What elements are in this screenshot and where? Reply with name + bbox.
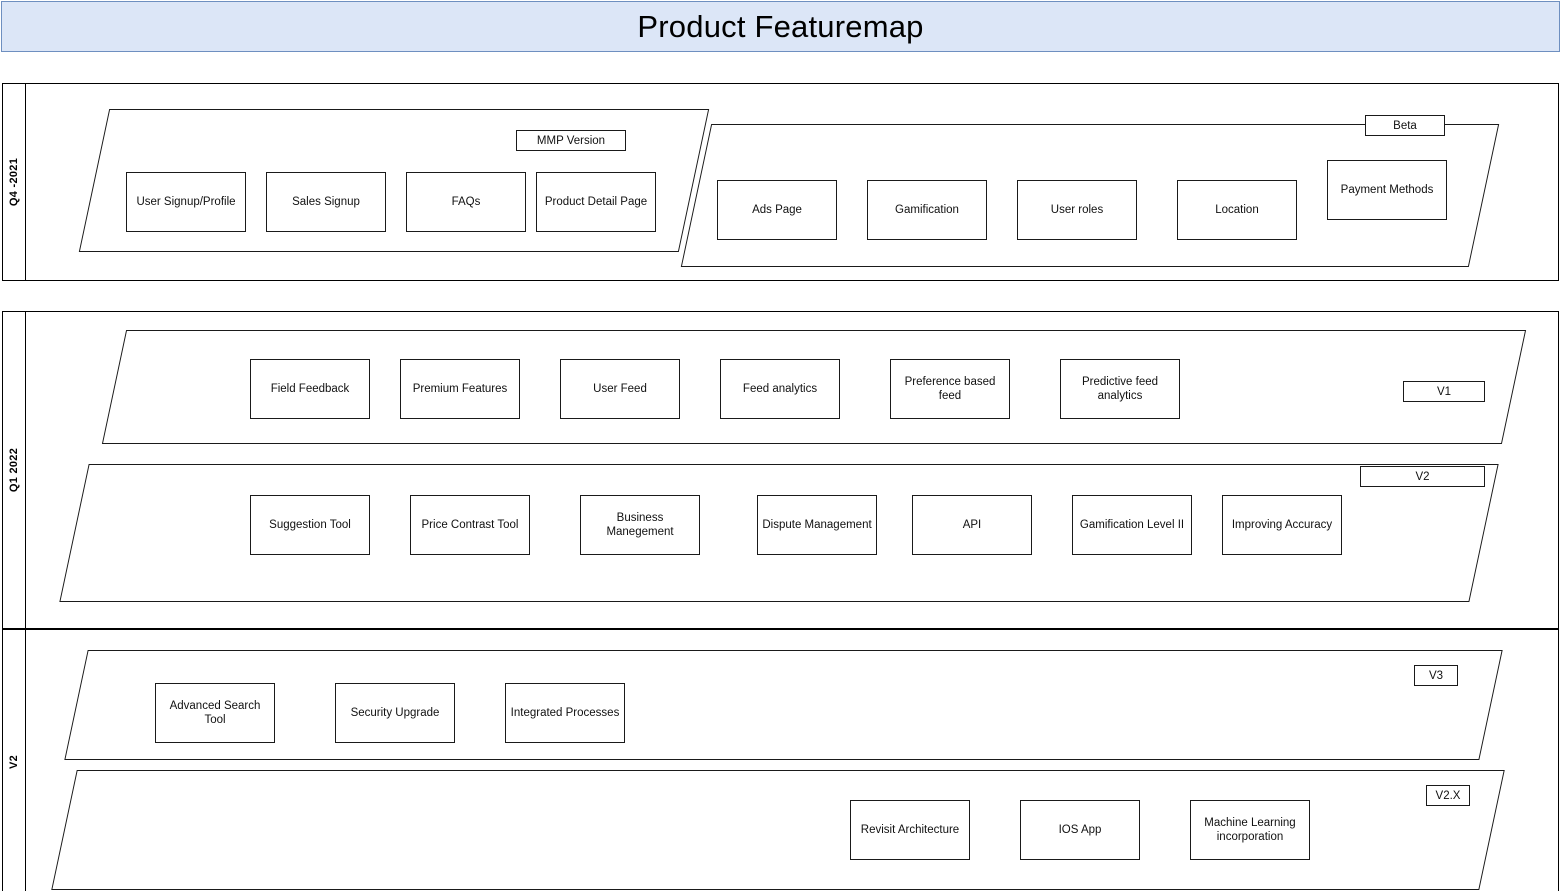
card-premium-features[interactable]: Premium Features	[400, 359, 520, 419]
card-location[interactable]: Location	[1177, 180, 1297, 240]
card-security-upgrade[interactable]: Security Upgrade	[335, 683, 455, 743]
band-label-q1-2022: Q1 2022	[3, 312, 26, 628]
band-v2: V2 V3 Advanced Search Tool Security Upgr…	[2, 629, 1559, 891]
card-revisit-architecture[interactable]: Revisit Architecture	[850, 800, 970, 860]
band-label-q4-2021: Q4 -2021	[3, 84, 26, 280]
card-suggestion-tool[interactable]: Suggestion Tool	[250, 495, 370, 555]
card-payment-methods[interactable]: Payment Methods	[1327, 160, 1447, 220]
card-predictive-feed-analytics[interactable]: Predictive feed analytics	[1060, 359, 1180, 419]
band-label-v2: V2	[3, 630, 26, 891]
card-gamification-level-ii[interactable]: Gamification Level II	[1072, 495, 1192, 555]
badge-v3[interactable]: V3	[1414, 665, 1458, 686]
lane-v1[interactable]: V1 Field Feedback Premium Features User …	[101, 330, 1527, 444]
lane-mmp-version-content: MMP Version User Signup/Profile Sales Si…	[95, 110, 693, 251]
page-title: Product Featuremap	[637, 8, 924, 44]
card-price-contrast-tool[interactable]: Price Contrast Tool	[410, 495, 530, 555]
card-user-feed[interactable]: User Feed	[560, 359, 680, 419]
band-body-q1-2022: V1 Field Feedback Premium Features User …	[26, 312, 1558, 628]
band-label-text: V2	[8, 754, 20, 769]
card-advanced-search-tool[interactable]: Advanced Search Tool	[155, 683, 275, 743]
card-integrated-processes[interactable]: Integrated Processes	[505, 683, 625, 743]
badge-beta[interactable]: Beta	[1365, 115, 1445, 136]
lane-v2x[interactable]: V2.X Revisit Architecture IOS App Machin…	[51, 770, 1505, 890]
card-field-feedback[interactable]: Field Feedback	[250, 359, 370, 419]
card-faqs[interactable]: FAQs	[406, 172, 526, 232]
lane-v2x-content: V2.X Revisit Architecture IOS App Machin…	[65, 771, 1491, 889]
lane-v1-content: V1 Field Feedback Premium Features User …	[115, 331, 1513, 443]
card-preference-based-feed[interactable]: Preference based feed	[890, 359, 1010, 419]
card-dispute-management[interactable]: Dispute Management	[757, 495, 877, 555]
band-label-text: Q1 2022	[8, 447, 20, 493]
lane-mmp-version[interactable]: MMP Version User Signup/Profile Sales Si…	[78, 109, 710, 252]
lane-v2-content: V2 Suggestion Tool Price Contrast Tool B…	[75, 465, 1485, 601]
card-ads-page[interactable]: Ads Page	[717, 180, 837, 240]
card-user-roles[interactable]: User roles	[1017, 180, 1137, 240]
lane-beta[interactable]: Beta Ads Page Gamification User roles Lo…	[680, 115, 1500, 267]
badge-v1[interactable]: V1	[1403, 381, 1485, 402]
card-api[interactable]: API	[912, 495, 1032, 555]
badge-mmp-version[interactable]: MMP Version	[516, 130, 626, 151]
card-product-detail-page[interactable]: Product Detail Page	[536, 172, 656, 232]
band-body-v2: V3 Advanced Search Tool Security Upgrade…	[26, 630, 1558, 891]
card-user-signup-profile[interactable]: User Signup/Profile	[126, 172, 246, 232]
card-ios-app[interactable]: IOS App	[1020, 800, 1140, 860]
lane-v2[interactable]: V2 Suggestion Tool Price Contrast Tool B…	[59, 464, 1499, 602]
roadmap-grid: Q4 -2021 MMP Version User Signup/Profile…	[2, 83, 1559, 891]
lane-beta-content: Beta Ads Page Gamification User roles Lo…	[697, 115, 1483, 266]
band-label-text: Q4 -2021	[8, 157, 20, 207]
badge-v2[interactable]: V2	[1360, 466, 1485, 487]
card-business-manegement[interactable]: Business Manegement	[580, 495, 700, 555]
card-gamification[interactable]: Gamification	[867, 180, 987, 240]
lane-v3-content: V3 Advanced Search Tool Security Upgrade…	[77, 651, 1490, 759]
band-q4-2021: Q4 -2021 MMP Version User Signup/Profile…	[2, 83, 1559, 281]
badge-v2x[interactable]: V2.X	[1426, 785, 1470, 806]
band-q1-2022: Q1 2022 V1 Field Feedback Premium Featur…	[2, 311, 1559, 629]
card-sales-signup[interactable]: Sales Signup	[266, 172, 386, 232]
card-machine-learning-incorporation[interactable]: Machine Learning incorporation	[1190, 800, 1310, 860]
band-body-q4-2021: MMP Version User Signup/Profile Sales Si…	[26, 84, 1558, 280]
page-title-bar: Product Featuremap	[1, 1, 1560, 52]
card-improving-accuracy[interactable]: Improving Accuracy	[1222, 495, 1342, 555]
lane-v3[interactable]: V3 Advanced Search Tool Security Upgrade…	[64, 650, 1503, 760]
card-feed-analytics[interactable]: Feed analytics	[720, 359, 840, 419]
